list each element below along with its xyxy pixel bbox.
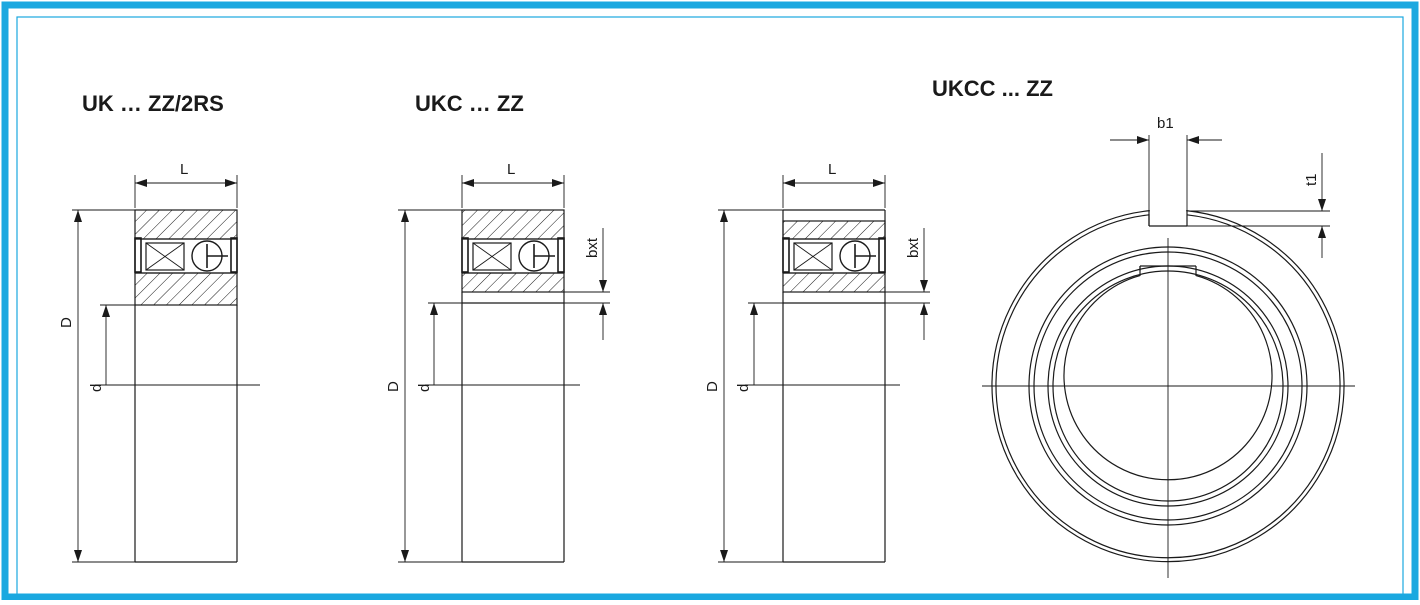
arrow [1318, 199, 1326, 211]
arrow [873, 179, 885, 187]
arrow [102, 305, 110, 317]
outer-ring-section [134, 209, 238, 240]
arrow [462, 179, 474, 187]
inner-ring-section [134, 272, 238, 306]
frame-inner-border [16, 16, 1404, 598]
dim-label-bxt: bxt [584, 237, 601, 258]
inner-ring-section [782, 272, 886, 293]
dim-label-outer-d: D [58, 317, 75, 328]
dim-label-l: L [507, 161, 515, 178]
seal-left [461, 237, 469, 273]
arrow [225, 179, 237, 187]
sprag-box [145, 242, 185, 271]
arrow [135, 179, 147, 187]
dim-label-bxt: bxt [905, 237, 922, 258]
seal-left [782, 237, 790, 273]
sprag-box [472, 242, 512, 271]
sprag-cross [472, 242, 512, 271]
outer-ring-section [461, 209, 565, 240]
arrow [599, 303, 607, 315]
dim-label-inner-d: d [735, 384, 752, 392]
seal-left [134, 237, 142, 273]
sprag-box [793, 242, 833, 271]
sprag-cross [145, 242, 185, 271]
arrow [920, 303, 928, 315]
view-uk: UK … ZZ/2RS L [58, 91, 260, 563]
arrow [783, 179, 795, 187]
arrow [720, 550, 728, 562]
outer-ring-section [782, 220, 886, 240]
arrow [401, 210, 409, 222]
arrow [750, 303, 758, 315]
sprag-cross [793, 242, 833, 271]
arrow [74, 550, 82, 562]
arrow [1137, 136, 1149, 144]
dim-label-outer-d: D [704, 381, 721, 392]
view-title-ukcc: UKCC ... ZZ [932, 76, 1053, 101]
arrow [920, 280, 928, 292]
seal-right [230, 237, 238, 273]
dim-label-inner-d: d [88, 384, 105, 392]
dim-label-t1: t1 [1303, 173, 1320, 186]
dim-label-inner-d: d [416, 384, 433, 392]
dim-label-l: L [180, 161, 188, 178]
arrow [720, 210, 728, 222]
view-title-ukc: UKC … ZZ [415, 91, 524, 116]
view-title-uk: UK … ZZ/2RS [82, 91, 224, 116]
arrow [1187, 136, 1199, 144]
arrow [599, 280, 607, 292]
arrow [1318, 226, 1326, 238]
arrow [74, 210, 82, 222]
seal-right [878, 237, 886, 273]
end-view: b1 t1 [982, 115, 1355, 578]
inner-ring-section [461, 272, 565, 293]
arrow [552, 179, 564, 187]
dim-label-l: L [828, 161, 836, 178]
dim-label-b1: b1 [1157, 115, 1174, 132]
view-ukc: UKC … ZZ L bxt [385, 91, 610, 563]
arrow [401, 550, 409, 562]
arrow [430, 303, 438, 315]
view-ukcc: UKCC ... ZZ L bxt [704, 76, 1053, 563]
seal-right [557, 237, 565, 273]
dim-label-outer-d: D [385, 381, 402, 392]
